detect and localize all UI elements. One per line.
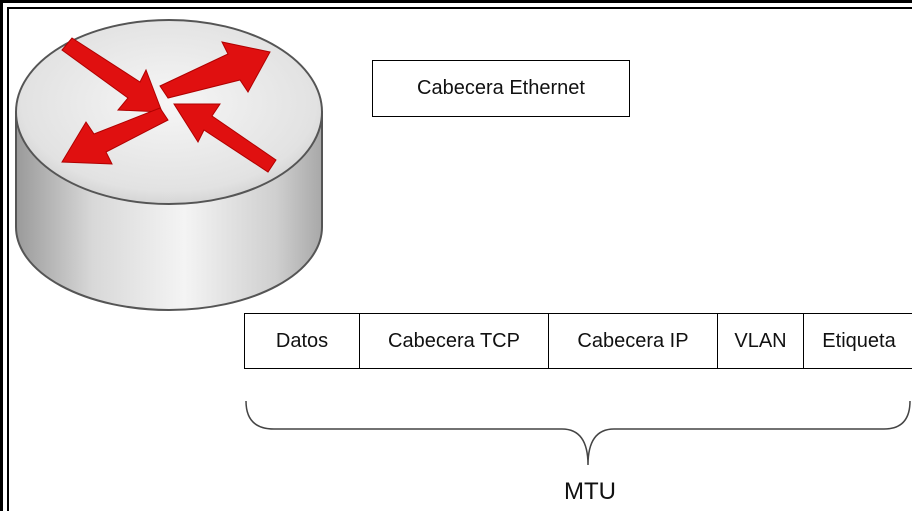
- inner-frame: [7, 7, 912, 511]
- field-label: VLAN: [734, 329, 787, 352]
- mtu-label: MTU: [564, 478, 616, 505]
- ethernet-header-label: Cabecera Ethernet: [417, 77, 585, 99]
- router-icon: [15, 19, 323, 311]
- field-vlan: VLAN: [718, 314, 804, 368]
- field-ip-header: Cabecera IP: [549, 314, 718, 368]
- field-etiqueta: Etiqueta: [804, 314, 912, 368]
- field-label: Etiqueta: [822, 329, 896, 352]
- field-label: Datos: [275, 329, 329, 352]
- field-datos: Datos: [245, 314, 360, 368]
- field-label: Cabecera IP: [577, 329, 689, 352]
- frame-structure: Datos Cabecera TCP Cabecera IP VLAN Etiq…: [244, 313, 912, 369]
- ethernet-header-box: Cabecera Ethernet: [372, 60, 630, 117]
- mtu-brace: [245, 400, 911, 466]
- field-tcp-header: Cabecera TCP: [360, 314, 549, 368]
- field-label: Cabecera TCP: [388, 329, 520, 352]
